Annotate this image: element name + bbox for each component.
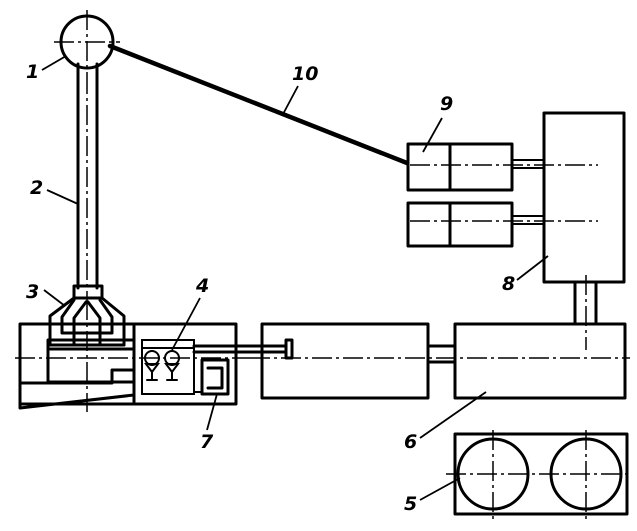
sheave-1: [54, 10, 120, 74]
label-1: 1: [26, 61, 39, 83]
label-5: 5: [404, 493, 417, 515]
leader-8: [516, 255, 549, 281]
engine-6: [453, 275, 627, 400]
foundation-frame: [15, 300, 250, 412]
valve-unit-4: [141, 338, 294, 395]
leader-9: [422, 117, 443, 153]
leader-3: [43, 289, 66, 307]
cable-10: [107, 43, 410, 166]
leader-2: [46, 189, 79, 205]
leader-6: [419, 391, 487, 439]
label-10: 10: [292, 63, 318, 85]
label-8: 8: [502, 273, 515, 295]
leader-7: [206, 393, 218, 431]
label-6: 6: [404, 431, 417, 453]
label-7: 7: [200, 431, 214, 453]
leader-4: [171, 297, 201, 351]
winch-drum-lower: [406, 201, 545, 248]
leader-5: [419, 477, 461, 501]
leader-10: [281, 85, 299, 117]
gearbox: [250, 322, 630, 400]
element-7: [193, 358, 230, 396]
label-3: 3: [26, 281, 39, 303]
leader-1: [41, 55, 67, 71]
mast-2: [76, 62, 99, 300]
label-9: 9: [440, 93, 453, 115]
winch-drum-9-upper: [406, 142, 545, 192]
unit-5: [446, 430, 632, 520]
label-4: 4: [195, 275, 209, 297]
winch-housing-8: [410, 111, 626, 284]
label-2: 2: [30, 177, 43, 199]
